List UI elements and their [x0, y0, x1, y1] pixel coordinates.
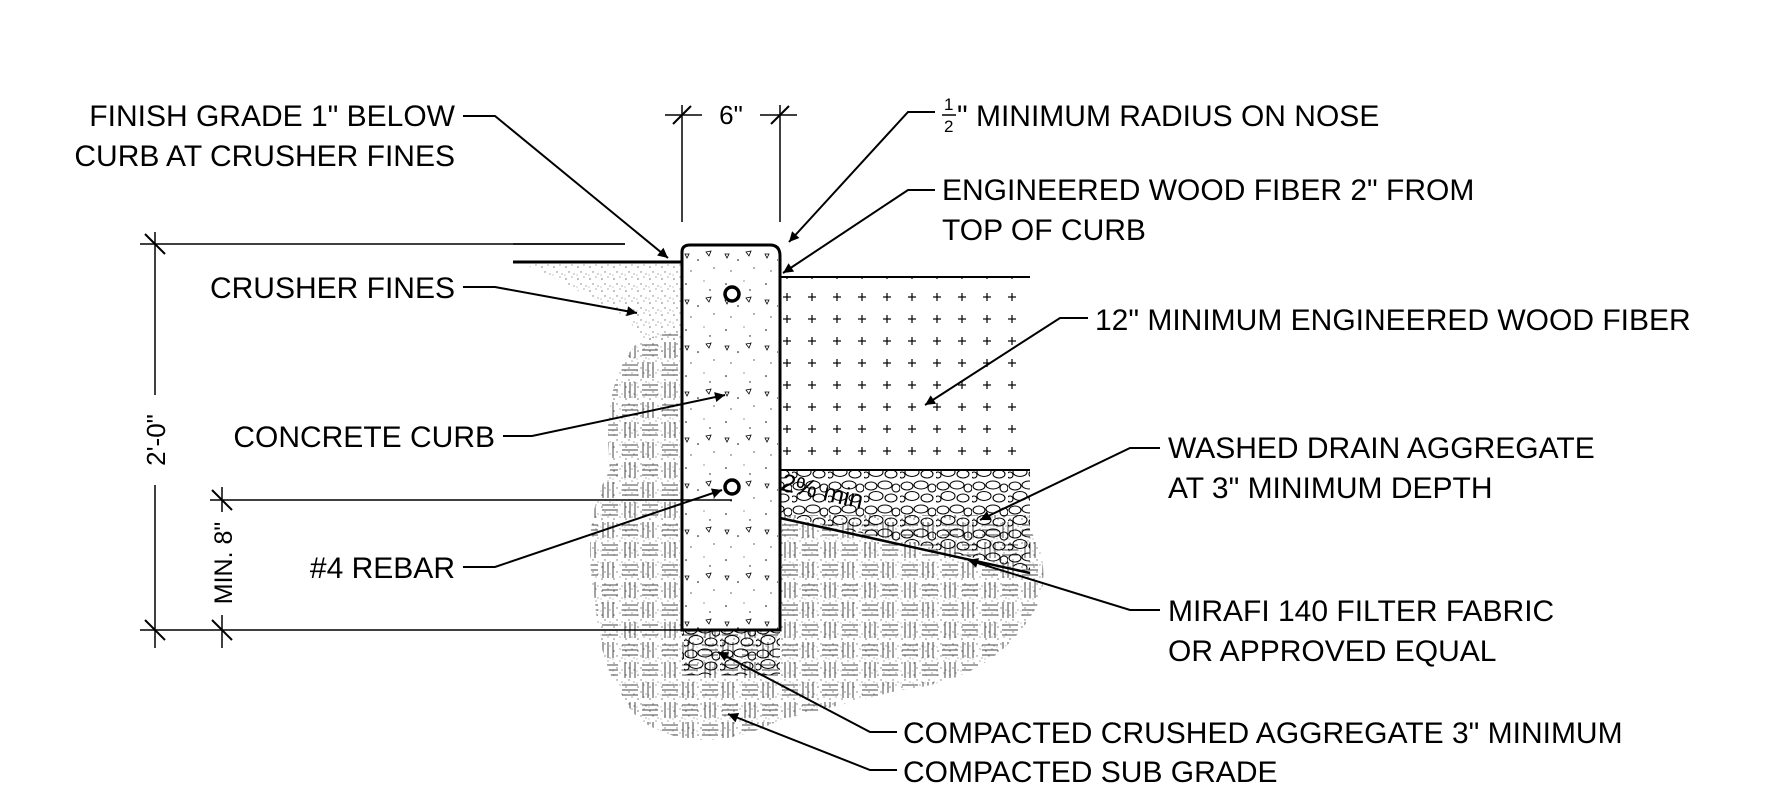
rebar-bottom [723, 478, 741, 496]
label-drain-aggregate-1: WASHED DRAIN AGGREGATE [1168, 432, 1595, 465]
label-wood-fiber-top-2: TOP OF CURB [942, 214, 1146, 247]
label-radius-num: 1 [944, 95, 953, 114]
label-crushed-aggregate: COMPACTED CRUSHED AGGREGATE 3" MINIMUM [903, 717, 1623, 750]
label-sub-grade: COMPACTED SUB GRADE [903, 756, 1278, 789]
crushed-aggregate-area [682, 630, 780, 675]
dim-overall-height: 2'-0" [141, 414, 171, 466]
label-drain-aggregate-2: AT 3" MINIMUM DEPTH [1168, 472, 1493, 505]
label-wood-fiber-top-1: ENGINEERED WOOD FIBER 2" FROM [942, 174, 1474, 207]
label-crusher-fines: CRUSHER FINES [210, 272, 455, 305]
label-concrete-curb: CONCRETE CURB [233, 421, 495, 454]
label-radius-den: 2 [944, 117, 953, 136]
label-rebar: #4 REBAR [310, 552, 455, 585]
label-wood-fiber-depth: 12" MINIMUM ENGINEERED WOOD FIBER [1095, 304, 1691, 337]
crusher-fines-area [520, 262, 682, 360]
dim-embed-depth: MIN. 8" [210, 522, 238, 605]
label-radius-text: " MINIMUM RADIUS ON NOSE [957, 100, 1379, 133]
label-finish-grade-2: CURB AT CRUSHER FINES [74, 140, 455, 173]
label-finish-grade-1: FINISH GRADE 1" BELOW [89, 100, 455, 133]
dim-curb-width: 6" [719, 100, 743, 130]
rebar-top [723, 285, 741, 303]
filter-fabric-line [779, 516, 1031, 575]
label-filter-fabric-2: OR APPROVED EQUAL [1168, 635, 1496, 668]
label-filter-fabric-1: MIRAFI 140 FILTER FABRIC [1168, 595, 1554, 628]
drain-aggregate-area [780, 470, 1030, 570]
wood-fiber-area [780, 277, 1030, 470]
